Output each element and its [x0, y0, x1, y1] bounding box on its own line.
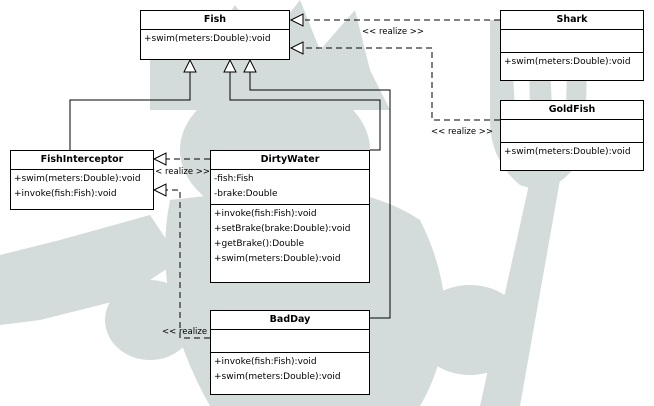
class-dirtywater-op-swim: +swim(meters:Double):void	[214, 254, 341, 264]
edge-goldfish-fish	[305, 47, 500, 121]
edge-badday-fish	[249, 62, 391, 319]
watermark-fist	[105, 280, 195, 360]
class-badday-name: BadDay	[211, 311, 369, 330]
class-fishinterceptor-op-swim: +swim(meters:Double):void	[14, 174, 141, 184]
class-dirtywater-attributes: -fish:Fish -brake:Double	[211, 170, 369, 205]
class-dirtywater-op-setbrake: +setBrake(brake:Double):void	[214, 224, 351, 234]
arrowhead-dirtywater-fish	[223, 58, 237, 73]
arrowhead-dirtywater-interceptor	[152, 152, 167, 166]
class-fish-name: Fish	[141, 11, 289, 30]
class-fishinterceptor-operations: +swim(meters:Double):void +invoke(fish:F…	[11, 170, 153, 204]
class-shark-attributes	[501, 30, 643, 53]
class-badday-operations: +invoke(fish:Fish):void +swim(meters:Dou…	[211, 353, 369, 387]
class-dirtywater-attr-brake: -brake:Double	[214, 189, 278, 199]
edge-dirtywater-fish	[229, 62, 381, 151]
class-fishinterceptor[interactable]: FishInterceptor +swim(meters:Double):voi…	[10, 150, 154, 210]
class-goldfish[interactable]: GoldFish +swim(meters:Double):void	[500, 100, 644, 171]
realize-label-dirtywater: << realize >>	[148, 167, 211, 177]
class-badday-attributes	[211, 330, 369, 353]
realize-label-shark: << realize >>	[362, 27, 425, 37]
realize-label-badday: << realize >>	[162, 327, 225, 337]
class-fishinterceptor-name: FishInterceptor	[11, 151, 153, 170]
class-fish[interactable]: Fish +swim(meters:Double):void	[140, 10, 290, 60]
class-badday-op-invoke: +invoke(fish:Fish):void	[214, 357, 317, 367]
class-shark-op-swim: +swim(meters:Double):void	[504, 57, 631, 67]
class-dirtywater-operations: +invoke(fish:Fish):void +setBrake(brake:…	[211, 205, 369, 269]
watermark-left-arm	[0, 215, 180, 325]
class-shark-name: Shark	[501, 11, 643, 30]
edge-interceptor-fish	[69, 71, 191, 150]
class-fishinterceptor-op-invoke: +invoke(fish:Fish):void	[14, 189, 117, 199]
arrowhead-badday-fish	[243, 58, 257, 73]
class-shark-operations: +swim(meters:Double):void	[501, 53, 643, 72]
edge-badday-interceptor	[166, 189, 210, 339]
class-fish-op-swim: +swim(meters:Double):void	[144, 34, 271, 44]
class-dirtywater[interactable]: DirtyWater -fish:Fish -brake:Double +inv…	[210, 150, 370, 283]
arrowhead-interceptor-fish	[183, 58, 197, 73]
watermark-right-hand	[415, 285, 525, 375]
arrowhead-badday-interceptor	[152, 183, 167, 197]
class-dirtywater-op-invoke: +invoke(fish:Fish):void	[214, 209, 317, 219]
class-goldfish-attributes	[501, 120, 643, 143]
class-goldfish-name: GoldFish	[501, 101, 643, 120]
arrowhead-shark-fish	[289, 13, 304, 27]
class-dirtywater-name: DirtyWater	[211, 151, 369, 170]
class-goldfish-op-swim: +swim(meters:Double):void	[504, 147, 631, 157]
class-dirtywater-op-getbrake: +getBrake():Double	[214, 239, 305, 249]
class-goldfish-operations: +swim(meters:Double):void	[501, 143, 643, 162]
class-dirtywater-attr-fish: -fish:Fish	[214, 174, 254, 184]
class-badday-op-swim: +swim(meters:Double):void	[214, 372, 341, 382]
class-shark[interactable]: Shark +swim(meters:Double):void	[500, 10, 644, 81]
realize-label-goldfish: << realize >>	[431, 127, 494, 137]
arrowhead-goldfish-fish	[289, 41, 304, 55]
class-badday[interactable]: BadDay +invoke(fish:Fish):void +swim(met…	[210, 310, 370, 395]
class-fish-operations: +swim(meters:Double):void	[141, 30, 289, 49]
